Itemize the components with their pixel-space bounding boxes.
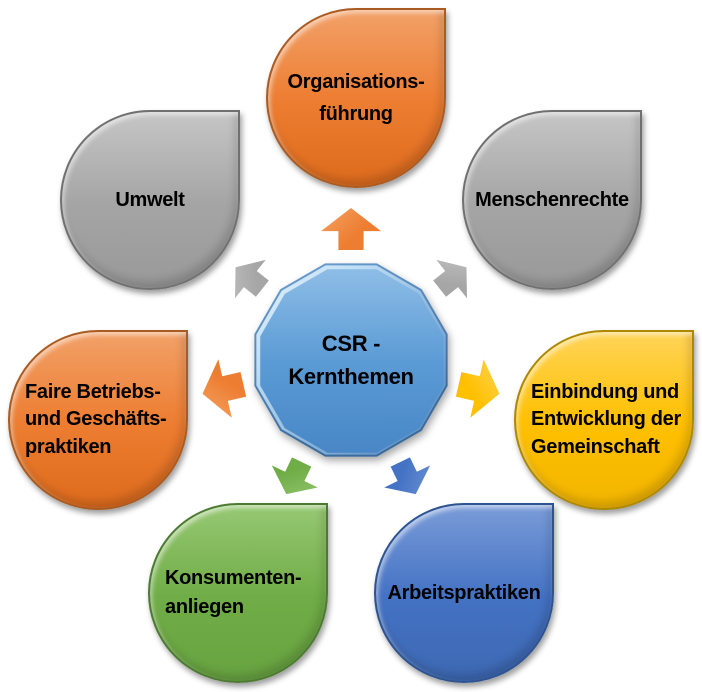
node-einbindung-und-entwicklung-der-gemeinschaft: Einbindung und Entwicklung der Gemeinsch…	[514, 330, 694, 510]
node-umwelt: Umwelt	[60, 110, 240, 290]
node-menschenrechte: Menschenrechte	[462, 110, 642, 290]
arrow-to-einbindung	[452, 355, 506, 423]
node-label-organisationsfuehrung: Organisations- führung	[287, 71, 425, 125]
node-label-einbindung: Einbindung und Entwicklung der Gemeinsch…	[531, 381, 681, 458]
node-label-menschenrechte: Menschenrechte	[475, 188, 629, 211]
node-label-konsumentenanliegen: Konsumenten- anliegen	[165, 567, 302, 618]
arrow-to-organisationsfuehrung	[321, 208, 381, 250]
node-arbeitspraktiken: Arbeitspraktiken	[374, 503, 554, 683]
node-organisationsfuehrung: Organisations- führung	[266, 8, 446, 188]
center-node-csr-kernthemen: CSR - Kernthemen	[251, 260, 451, 460]
center-node-label: CSR - Kernthemen	[288, 331, 414, 389]
node-faire-betriebs-und-geschaeftspraktiken: Faire Betriebs- und Geschäfts- praktiken	[8, 330, 188, 510]
node-konsumentenanliegen: Konsumenten- anliegen	[148, 503, 328, 683]
node-label-faire-praktiken: Faire Betriebs- und Geschäfts- praktiken	[25, 381, 167, 458]
node-label-umwelt: Umwelt	[115, 188, 185, 211]
arrow-to-faire-praktiken	[196, 355, 250, 423]
node-label-arbeitspraktiken: Arbeitspraktiken	[387, 581, 541, 604]
center-node-fill	[260, 269, 444, 453]
